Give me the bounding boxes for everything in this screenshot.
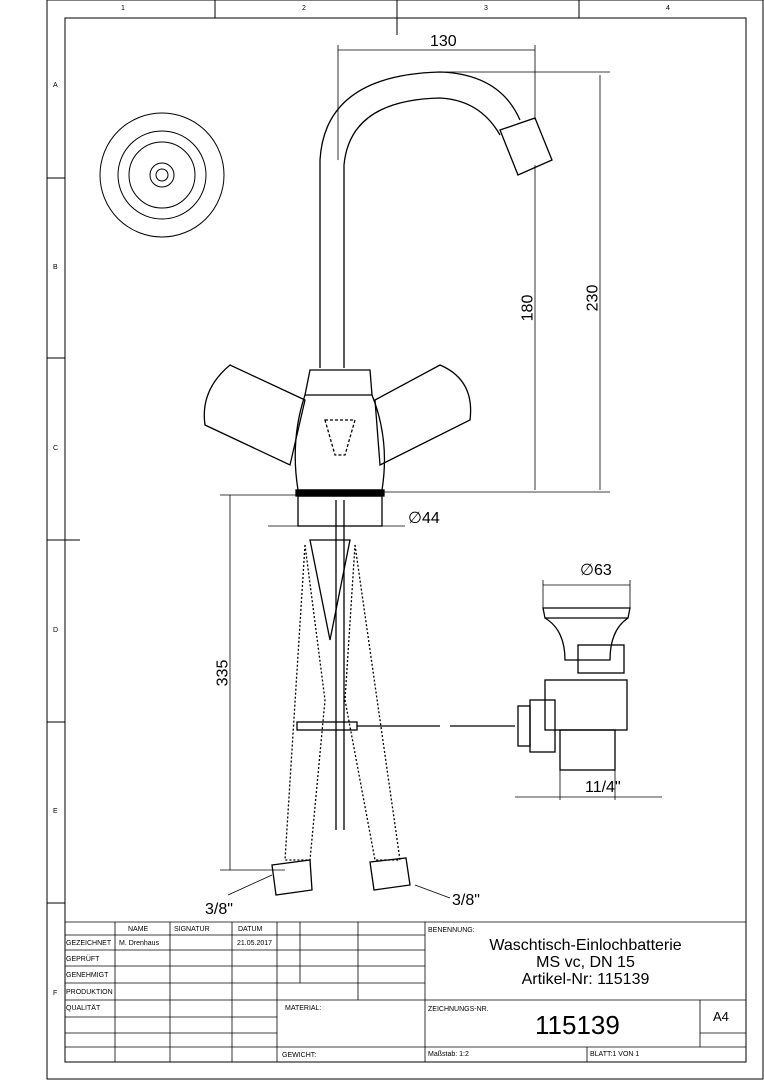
header-datum: DATUM [238,926,263,933]
drawing-no-label: ZEICHNUNGS-NR. [428,1006,489,1013]
drawing-title: Waschtisch-Einlochbatterie MS vc, DN 15 … [425,937,746,988]
benennung-label: BENENNUNG: [428,927,475,934]
drawn-by: M. Drenhaus [119,940,160,947]
drawn-date: 21.05.2017 [237,940,273,947]
drain-valve [517,607,631,771]
dim-base-diameter: ∅44 [408,510,440,527]
zone-col-2: 2 [302,5,306,12]
dim-spout-reach: 130 [430,33,457,50]
paper-format: A4 [713,1009,729,1024]
dim-hose-thread-left: 3/8" [205,901,233,918]
row-geprueft: GEPRÜFT [66,956,100,963]
row-qualitaet: QUALITÄT [66,1005,101,1012]
dim-drain-thread: 11/4" [585,779,621,796]
row-produktion: PRODUKTION [66,989,113,996]
scale: Maßstab: 1:2 [428,1051,469,1058]
drawing-no: 115139 [535,1010,620,1040]
header-signatur: SIGNATUR [174,926,210,933]
zone-row-e: E [53,808,58,815]
zone-row-b: B [53,264,58,271]
zone-col-4: 4 [666,5,670,12]
material-label: MATERIAL: [285,1005,322,1012]
title-line-1: Waschtisch-Einlochbatterie [489,937,682,954]
faucet-side-view [203,71,553,896]
title-line-3: Artikel-Nr: 115139 [521,971,650,988]
zone-col-1: 1 [121,5,125,12]
title-block-grid [65,921,746,1062]
weight-label: GEWICHT: [282,1052,317,1059]
row-gezeichnet: GEZEICHNET [66,940,112,947]
dim-height-outlet: 180 [519,294,537,322]
zone-row-c: C [53,445,59,452]
dimension-lines [220,45,662,899]
top-view-rosette [99,112,225,238]
title-line-2: MS vc, DN 15 [536,954,635,971]
sheet-number: BLATT:1 VON 1 [590,1051,640,1058]
zone-row-f: F [53,990,58,997]
zone-row-a: A [53,82,58,89]
zone-row-d: D [53,627,59,634]
dim-height-total: 230 [584,284,602,312]
dim-hose-length: 335 [214,659,232,687]
dim-hose-thread-right: 3/8" [452,892,480,909]
dim-drain-diameter: ∅63 [580,562,612,579]
row-genehmigt: GENEHMIGT [66,972,109,979]
zone-col-3: 3 [484,5,488,12]
header-name: NAME [128,926,149,933]
drawing-frame [46,0,764,1080]
